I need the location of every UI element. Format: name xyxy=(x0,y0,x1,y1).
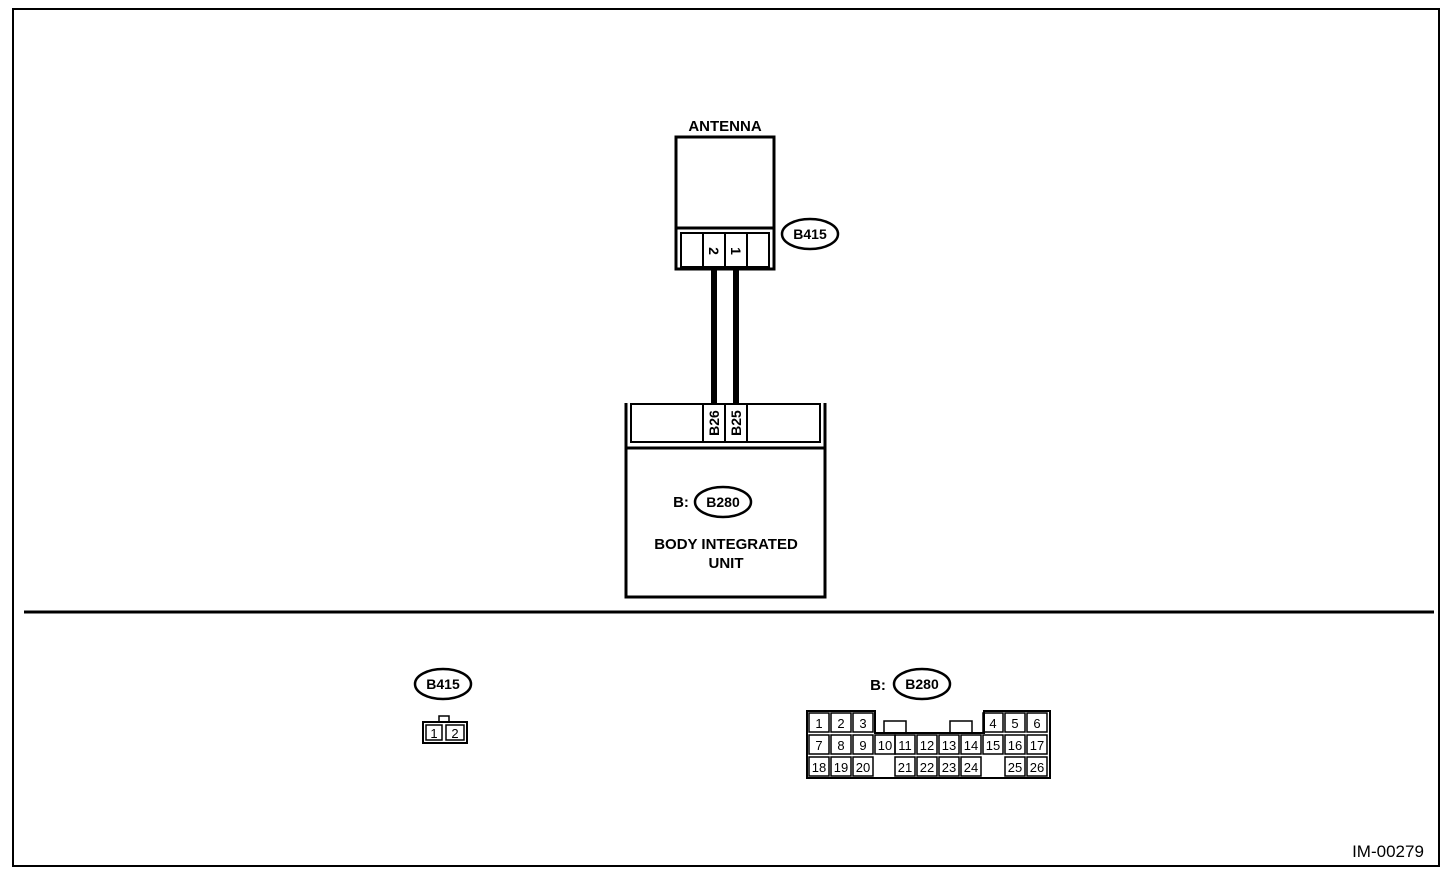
b280-pin-cell xyxy=(830,756,852,777)
b280-pin-cell xyxy=(852,712,874,733)
b415-badge xyxy=(413,667,473,701)
b280-pin-4: 4 xyxy=(989,716,996,731)
antenna-title: ANTENNA xyxy=(688,118,761,135)
diagram-frame xyxy=(12,8,1440,867)
antenna-pin-1: 1 xyxy=(728,247,744,255)
b280-pin-3: 3 xyxy=(859,716,866,731)
b280-pin-cell xyxy=(1004,756,1026,777)
b280-pin-cell xyxy=(808,734,830,755)
unit-connector-prefix: B: xyxy=(673,494,689,511)
unit-connector-badge xyxy=(693,485,753,519)
b280-pin-1: 1 xyxy=(815,716,822,731)
b280-pin-cell xyxy=(830,712,852,733)
unit-body xyxy=(624,446,827,599)
b280-pin-cell xyxy=(894,734,916,755)
antenna-connector-badge xyxy=(780,217,840,251)
unit-pin-b26: B26 xyxy=(706,410,722,436)
b280-pin-16: 16 xyxy=(1008,738,1022,753)
b280-pin-cell xyxy=(1004,734,1026,755)
b280-pin-6: 6 xyxy=(1033,716,1040,731)
b280-pin-18: 18 xyxy=(812,760,826,775)
b415-pin-2: 2 xyxy=(451,726,458,741)
b280-pin-24: 24 xyxy=(964,760,978,775)
b280-pin-cell xyxy=(982,712,1004,733)
b280-pin-2: 2 xyxy=(837,716,844,731)
b280-pin-cell xyxy=(916,734,938,755)
b280-pin-13: 13 xyxy=(942,738,956,753)
b280-pin-cell xyxy=(808,712,830,733)
b280-pin-12: 12 xyxy=(920,738,934,753)
b280-pin-19: 19 xyxy=(834,760,848,775)
b280-pin-22: 22 xyxy=(920,760,934,775)
antenna-pin-2: 2 xyxy=(706,247,722,255)
b280-label: B280 xyxy=(905,676,939,692)
b280-prefix: B: xyxy=(870,677,886,694)
b280-pin-11: 11 xyxy=(898,738,912,753)
b280-pin-9: 9 xyxy=(859,738,866,753)
b280-latch-right xyxy=(949,720,973,734)
b280-pin-8: 8 xyxy=(837,738,844,753)
b280-pin-cell xyxy=(960,734,982,755)
antenna-component: ANTENNA 2 1 B415 xyxy=(674,118,840,271)
antenna-connector-label: B415 xyxy=(793,226,827,242)
b280-pin-cell xyxy=(938,734,960,755)
b280-pin-7: 7 xyxy=(815,738,822,753)
b280-pin-cell xyxy=(938,756,960,777)
antenna-body xyxy=(674,135,776,271)
b415-label: B415 xyxy=(426,676,460,692)
b280-pin-26: 26 xyxy=(1030,760,1044,775)
unit-name-line1: BODY INTEGRATED xyxy=(654,536,798,553)
figure-id: IM-00279 xyxy=(1352,842,1424,861)
b280-pin-cell xyxy=(916,756,938,777)
connector-b415-face: B415 1 2 xyxy=(413,667,473,744)
body-integrated-unit: B26 B25 B: B280 BODY INTEGRATED UNIT xyxy=(624,403,827,599)
b280-pin-cell xyxy=(830,734,852,755)
b280-pin-cell xyxy=(1004,712,1026,733)
b280-pin-cell xyxy=(808,756,830,777)
b280-pin-cell xyxy=(894,756,916,777)
b280-latch-left xyxy=(883,720,907,734)
b280-housing xyxy=(806,710,1051,779)
b280-pin-15: 15 xyxy=(986,738,1000,753)
b280-pin-cell xyxy=(852,756,874,777)
b280-pin-20: 20 xyxy=(856,760,870,775)
b280-pin-21: 21 xyxy=(898,760,912,775)
unit-pin-b25: B25 xyxy=(728,410,744,436)
b280-pin-10: 10 xyxy=(878,738,892,753)
b280-pin-23: 23 xyxy=(942,760,956,775)
b280-pin-cell xyxy=(982,734,1004,755)
b280-pin-cell xyxy=(1026,734,1048,755)
b280-pin-25: 25 xyxy=(1008,760,1022,775)
b280-pin-17: 17 xyxy=(1030,738,1044,753)
unit-name-line2: UNIT xyxy=(709,555,744,572)
b280-pin-cell xyxy=(1026,712,1048,733)
unit-connector-label: B280 xyxy=(706,494,740,510)
b280-pin-cell xyxy=(852,734,874,755)
b280-badge xyxy=(892,667,952,701)
b280-pin-14: 14 xyxy=(964,738,978,753)
b280-pin-cell xyxy=(1026,756,1048,777)
b415-pin-1: 1 xyxy=(430,726,437,741)
b280-pin-5: 5 xyxy=(1011,716,1018,731)
b280-pin-cell xyxy=(960,756,982,777)
